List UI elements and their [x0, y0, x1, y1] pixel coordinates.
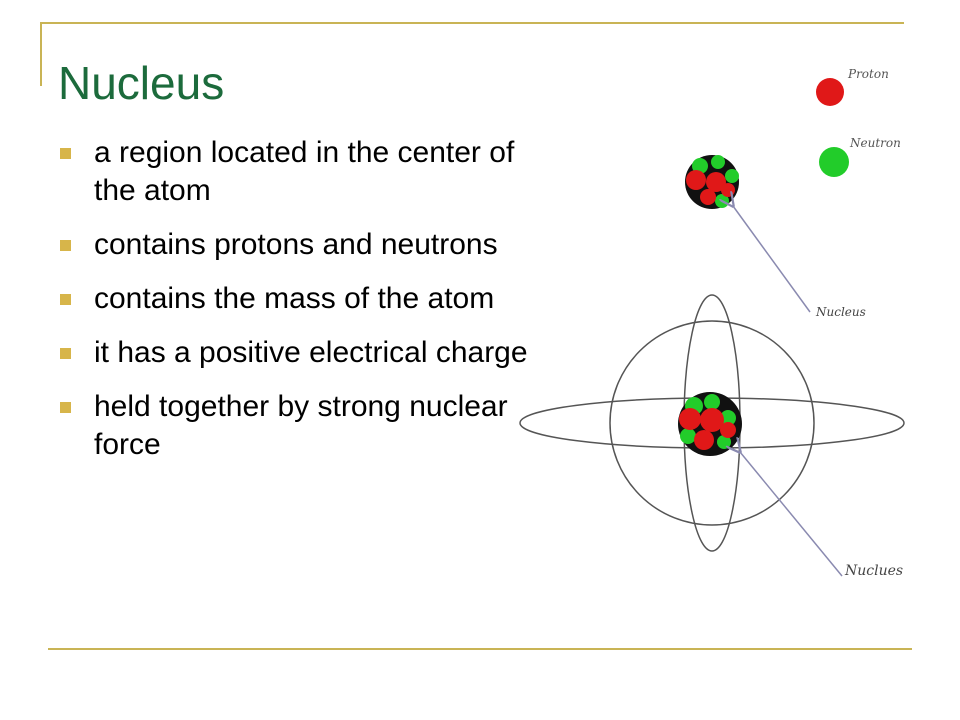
legend: Proton Neutron [816, 67, 901, 177]
bullet-list: a region located in the center of the at… [58, 134, 558, 480]
large-nucleus-arrow [740, 452, 843, 577]
frame-bottom-line [48, 648, 912, 650]
bullet-item: a region located in the center of the at… [58, 134, 558, 210]
bullet-item: held together by strong nuclear force [58, 388, 558, 464]
bullet-text: it has a positive electrical charge [94, 336, 528, 369]
large-nucleus [678, 392, 742, 456]
bullet-text: contains protons and neutrons [94, 228, 498, 261]
bullet-marker [60, 402, 71, 413]
proton-legend-label: Proton [847, 67, 889, 81]
bullet-marker [60, 294, 71, 305]
large-nucleus-label: Nuclues [844, 563, 903, 579]
proton-legend-icon [816, 78, 844, 106]
neutron-legend-icon [819, 147, 849, 177]
bullet-marker [60, 148, 71, 159]
small-nucleus [685, 155, 739, 209]
bullet-item: it has a positive electrical charge [58, 334, 558, 372]
bullet-text: held together by strong nuclear force [94, 390, 508, 461]
bullet-text: a region located in the center of the at… [94, 136, 515, 207]
bullet-item: contains protons and neutrons [58, 226, 558, 264]
bullet-item: contains the mass of the atom [58, 280, 558, 318]
bullet-marker [60, 348, 71, 359]
neutron-legend-label: Neutron [849, 136, 901, 150]
frame-top-line [40, 22, 904, 24]
frame-left-line [40, 22, 42, 86]
slide-title: Nucleus [58, 57, 225, 109]
bullet-text: contains the mass of the atom [94, 282, 495, 315]
small-nucleus-arrow [733, 206, 811, 313]
small-nucleus-label: Nucleus [815, 305, 866, 319]
bullet-marker [60, 240, 71, 251]
electron-orbit-circle [609, 320, 815, 526]
